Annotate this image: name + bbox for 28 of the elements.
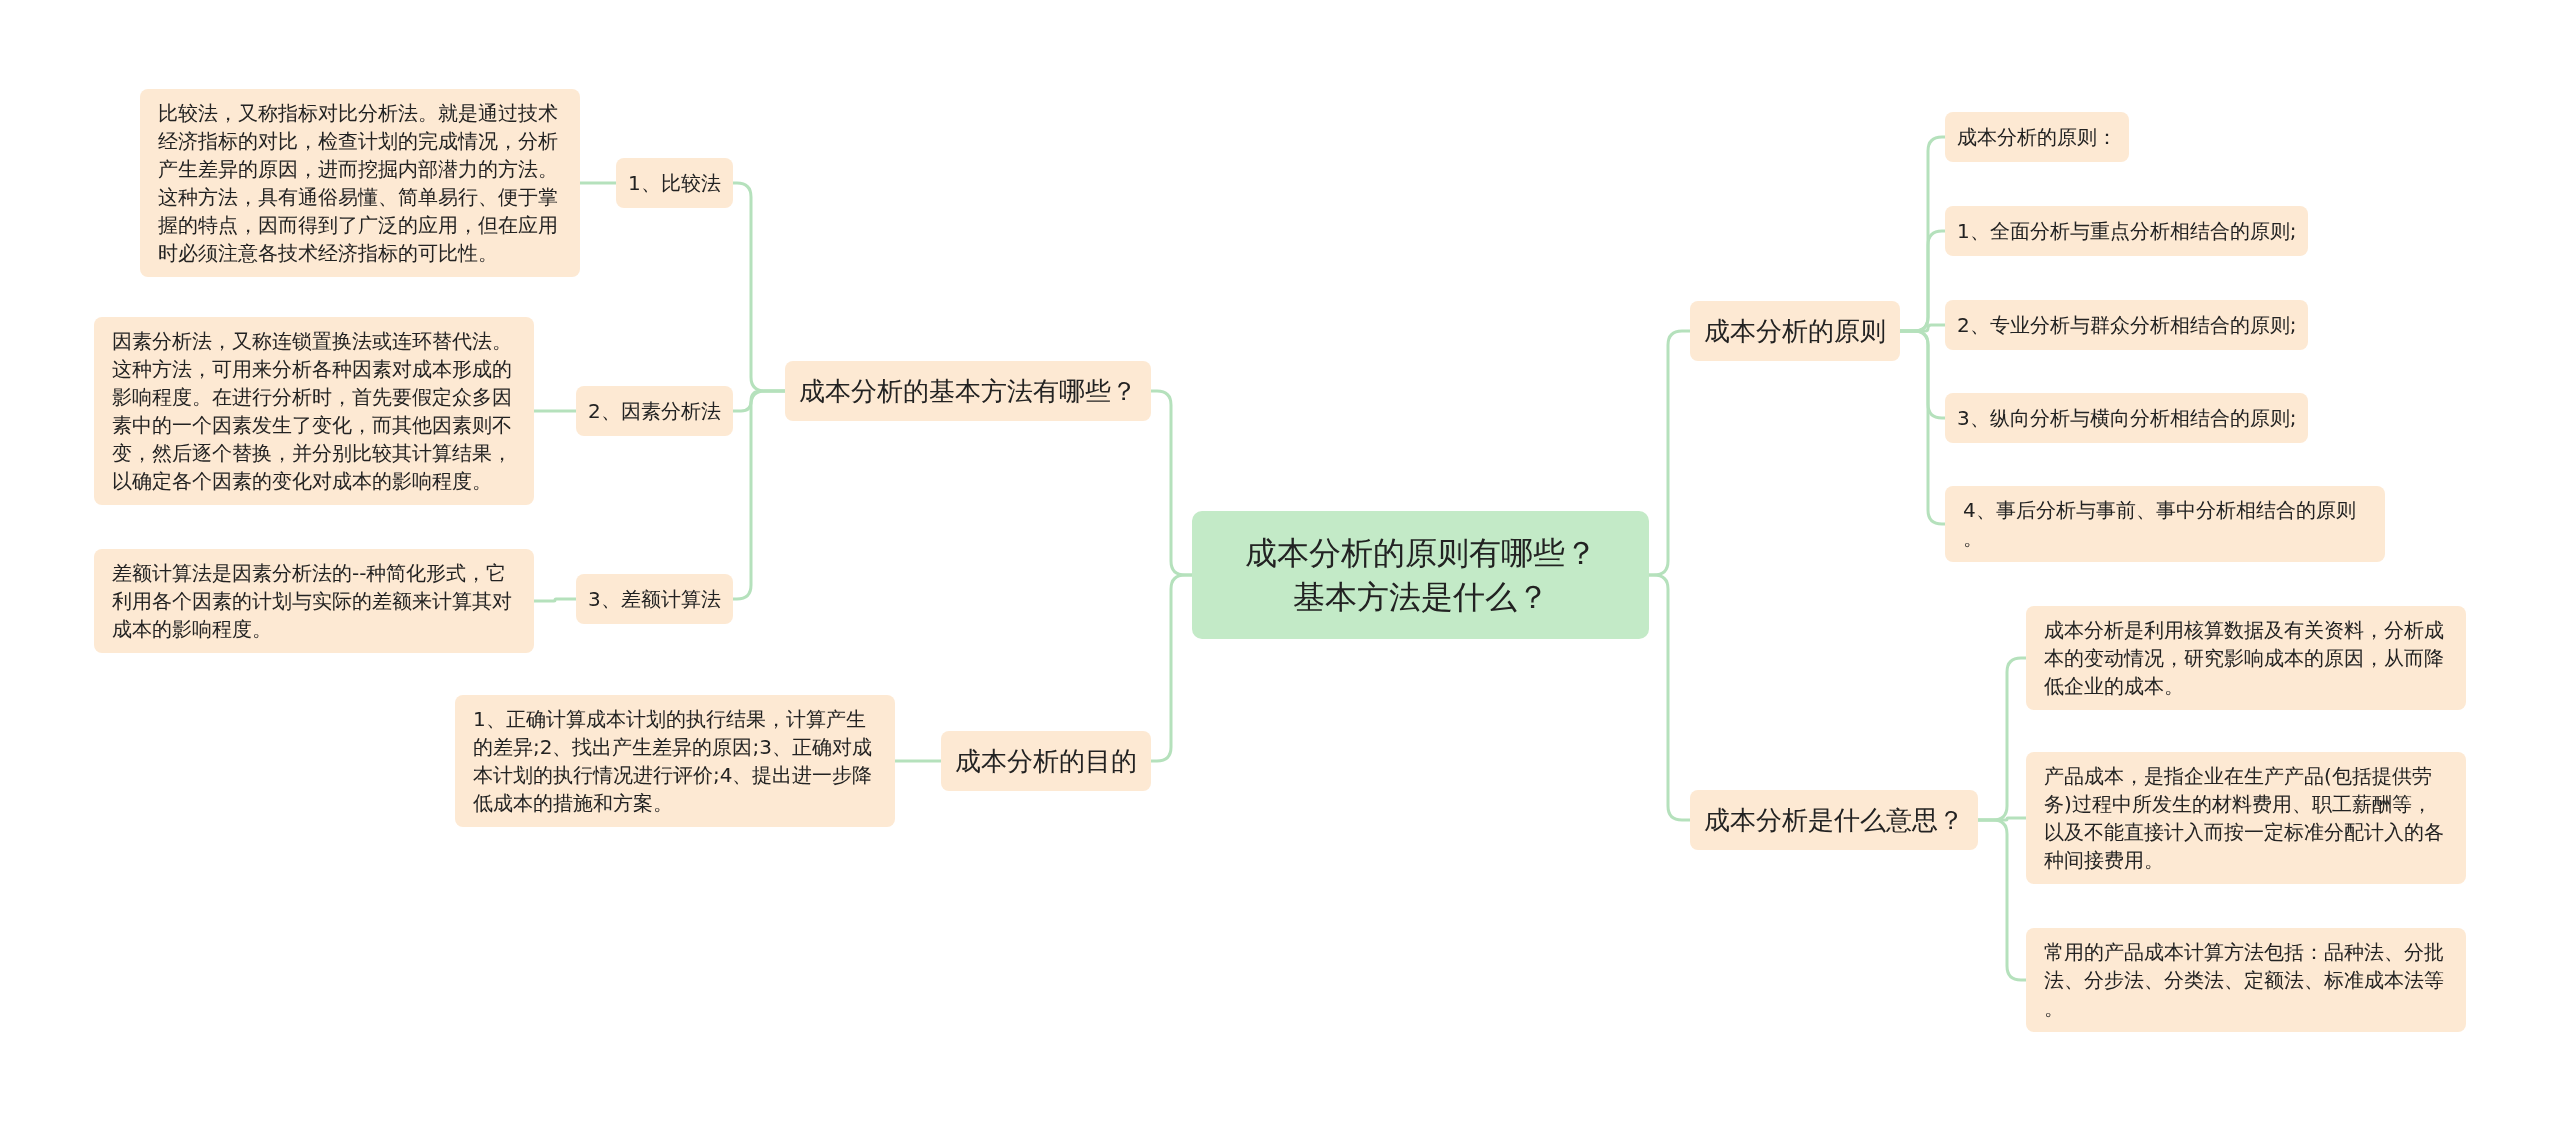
- branch-topic: 成本分析的基本方法有哪些？: [785, 361, 1151, 421]
- detail-note: 比较法，又称指标对比分析法。就是通过技术经济指标的对比，检查计划的完成情况，分析产生差异的原因，进而挖掘内部潜力的方法。这种方法，具有通俗易懂、简单易行、便于掌握的特点，因而得到了广泛的应用，但在应用时必须注意各技术经济指标的可比性。: [140, 89, 580, 277]
- detail-note: 4、事后分析与事前、事中分析相结合的原则。: [1945, 486, 2385, 562]
- subtopic: 2、专业分析与群众分析相结合的原则;: [1945, 300, 2309, 350]
- branch-topic: 成本分析的目的: [941, 731, 1151, 791]
- detail-note: 产品成本，是指企业在生产产品(包括提供劳务)过程中所发生的材料费用、职工薪酬等，以及不能直接计入而按一定标准分配计入的各种间接费用。: [2026, 752, 2466, 884]
- connector-line: [1978, 818, 2026, 982]
- connector-line: [580, 181, 616, 185]
- detail-note: 差额计算法是因素分析法的--种简化形式，它利用各个因素的计划与实际的差额来计算其对成本的影响程度。: [94, 549, 534, 653]
- subtopic: 3、纵向分析与横向分析相结合的原则;: [1945, 393, 2309, 443]
- subtopic: 成本分析的原则：: [1945, 112, 2129, 162]
- subtopic: 1、比较法: [616, 158, 733, 208]
- branch-topic: 成本分析的原则: [1690, 301, 1900, 361]
- subtopic: 2、因素分析法: [576, 386, 733, 436]
- connector-line: [1151, 573, 1192, 763]
- connector-line: [1900, 329, 1945, 526]
- subtopic: 1、全面分析与重点分析相结合的原则;: [1945, 206, 2309, 256]
- central-topic: 成本分析的原则有哪些？基本方法是什么？: [1192, 511, 1649, 639]
- detail-note: 因素分析法，又称连锁置换法或连环替代法。这种方法，可用来分析各种因素对成本形成的影响程度。在进行分析时，首先要假定众多因素中的一个因素发生了变化，而其他因素则不变，然后逐个替换，并分别比较其计算结果，以确定各个因素的变化对成本的影响程度。: [94, 317, 534, 505]
- connector-line: [895, 759, 941, 763]
- connector-line: [534, 409, 576, 413]
- branch-topic: 成本分析是什么意思？: [1690, 790, 1978, 850]
- detail-note: 成本分析是利用核算数据及有关资料，分析成本的变动情况，研究影响成本的原因，从而降低企业的成本。: [2026, 606, 2466, 710]
- connector-line: [534, 597, 576, 603]
- detail-note: 常用的产品成本计算方法包括：品种法、分批法、分步法、分类法、定额法、标准成本法等。: [2026, 928, 2466, 1032]
- connector-line: [1649, 573, 1690, 822]
- subtopic: 3、差额计算法: [576, 574, 733, 624]
- detail-note: 1、正确计算成本计划的执行结果，计算产生的差异;2、找出产生差异的原因;3、正确对成本计划的执行情况进行评价;4、提出进一步降低成本的措施和方案。: [455, 695, 895, 827]
